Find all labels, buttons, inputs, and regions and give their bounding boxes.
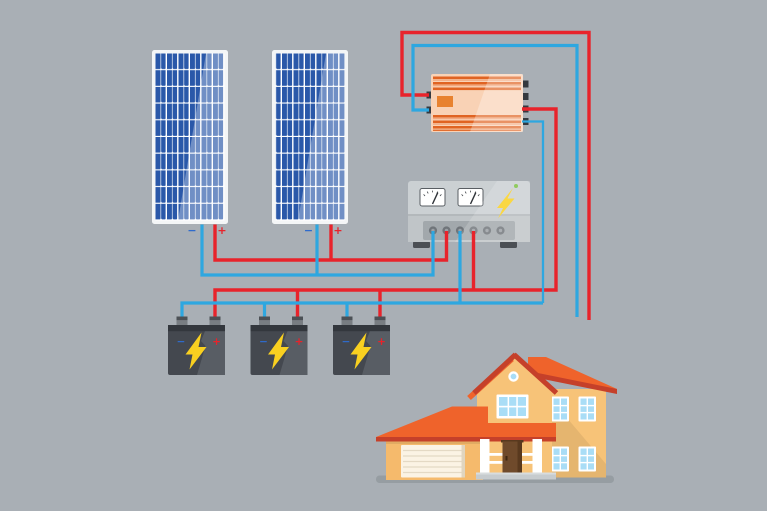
controller-foot xyxy=(413,241,430,248)
garage-roof xyxy=(376,406,488,437)
charge-controller xyxy=(408,181,530,248)
gable-roof-edge-left xyxy=(472,352,518,395)
right-wing-roof-edge xyxy=(528,371,617,394)
inverter-terminal xyxy=(426,91,433,99)
analog-meter-1 xyxy=(419,188,446,207)
gable-roof-edge-right xyxy=(512,352,559,395)
battery-minus-label: − xyxy=(259,336,268,348)
controller-foot xyxy=(500,241,517,248)
battery-plus-label: + xyxy=(295,336,304,348)
meter-needle xyxy=(431,192,439,205)
solar-panel-1 xyxy=(152,50,228,224)
wire-battery-positive-bus xyxy=(213,107,558,317)
wire-battery-negative-bus xyxy=(180,301,543,317)
lightning-bolt-icon xyxy=(497,188,515,219)
analog-meter-2 xyxy=(457,188,484,207)
right-wing-windows xyxy=(551,396,596,472)
window xyxy=(578,396,596,422)
garage-wall-shade xyxy=(386,440,483,444)
battery-2: − + xyxy=(250,316,308,375)
porch-roof xyxy=(476,423,556,437)
window xyxy=(578,446,596,472)
battery-terminal xyxy=(176,316,188,327)
porch xyxy=(476,439,556,480)
right-wing-roof xyxy=(528,357,617,392)
inverter-glare xyxy=(470,74,523,132)
inverter-terminal xyxy=(521,80,529,88)
meter-needle xyxy=(469,192,477,205)
front-door-frame xyxy=(501,440,524,443)
lightning-bolt-icon xyxy=(350,332,372,370)
battery-1: − + xyxy=(168,316,225,375)
eave-edge xyxy=(376,437,556,442)
battery-minus-label: − xyxy=(177,336,186,348)
door-handle xyxy=(505,456,508,461)
panel-cells xyxy=(155,53,225,221)
wires xyxy=(180,30,591,320)
controller-glare xyxy=(455,181,530,242)
inverter-label-plate xyxy=(437,96,453,107)
battery-top-bar xyxy=(168,325,225,332)
porch-step xyxy=(476,472,556,480)
panel2-minus-label: − xyxy=(304,224,313,237)
window xyxy=(551,446,569,472)
inverter-terminal xyxy=(426,106,433,114)
battery-minus-label: − xyxy=(342,336,351,348)
battery-3: − + xyxy=(333,316,390,375)
battery-light-half xyxy=(197,325,225,375)
inverter-stripes xyxy=(433,76,521,131)
lightning-bolt-icon xyxy=(268,332,289,370)
garage-door xyxy=(401,445,465,478)
front-door xyxy=(502,441,522,476)
inverter xyxy=(426,74,529,132)
inverter-terminal xyxy=(521,93,529,100)
led-indicator xyxy=(514,184,518,188)
panel-labels: − + − + xyxy=(187,224,342,237)
battery-plus-label: + xyxy=(212,336,221,348)
house xyxy=(376,352,617,483)
wire-ac-neutral xyxy=(411,43,579,317)
panel-cells xyxy=(275,53,345,221)
lightning-bolt-icon xyxy=(185,332,207,370)
porch-column xyxy=(480,439,490,477)
battery-terminal xyxy=(209,316,221,327)
porch-column xyxy=(532,439,542,477)
panel-glare xyxy=(178,53,225,221)
panel1-minus-label: − xyxy=(187,224,196,237)
panel-glare xyxy=(298,53,345,221)
inverter-stripes-light xyxy=(433,79,521,125)
wire-inverter-dc-negative xyxy=(522,120,545,303)
solar-panel-2 xyxy=(272,50,348,224)
gable-window xyxy=(496,394,529,419)
panel1-plus-label: + xyxy=(217,224,226,237)
panel2-plus-label: + xyxy=(333,224,342,237)
battery-plus-label: + xyxy=(377,336,386,348)
wire-ac-live xyxy=(400,30,591,320)
controller-groove xyxy=(408,214,530,216)
window xyxy=(551,396,569,422)
